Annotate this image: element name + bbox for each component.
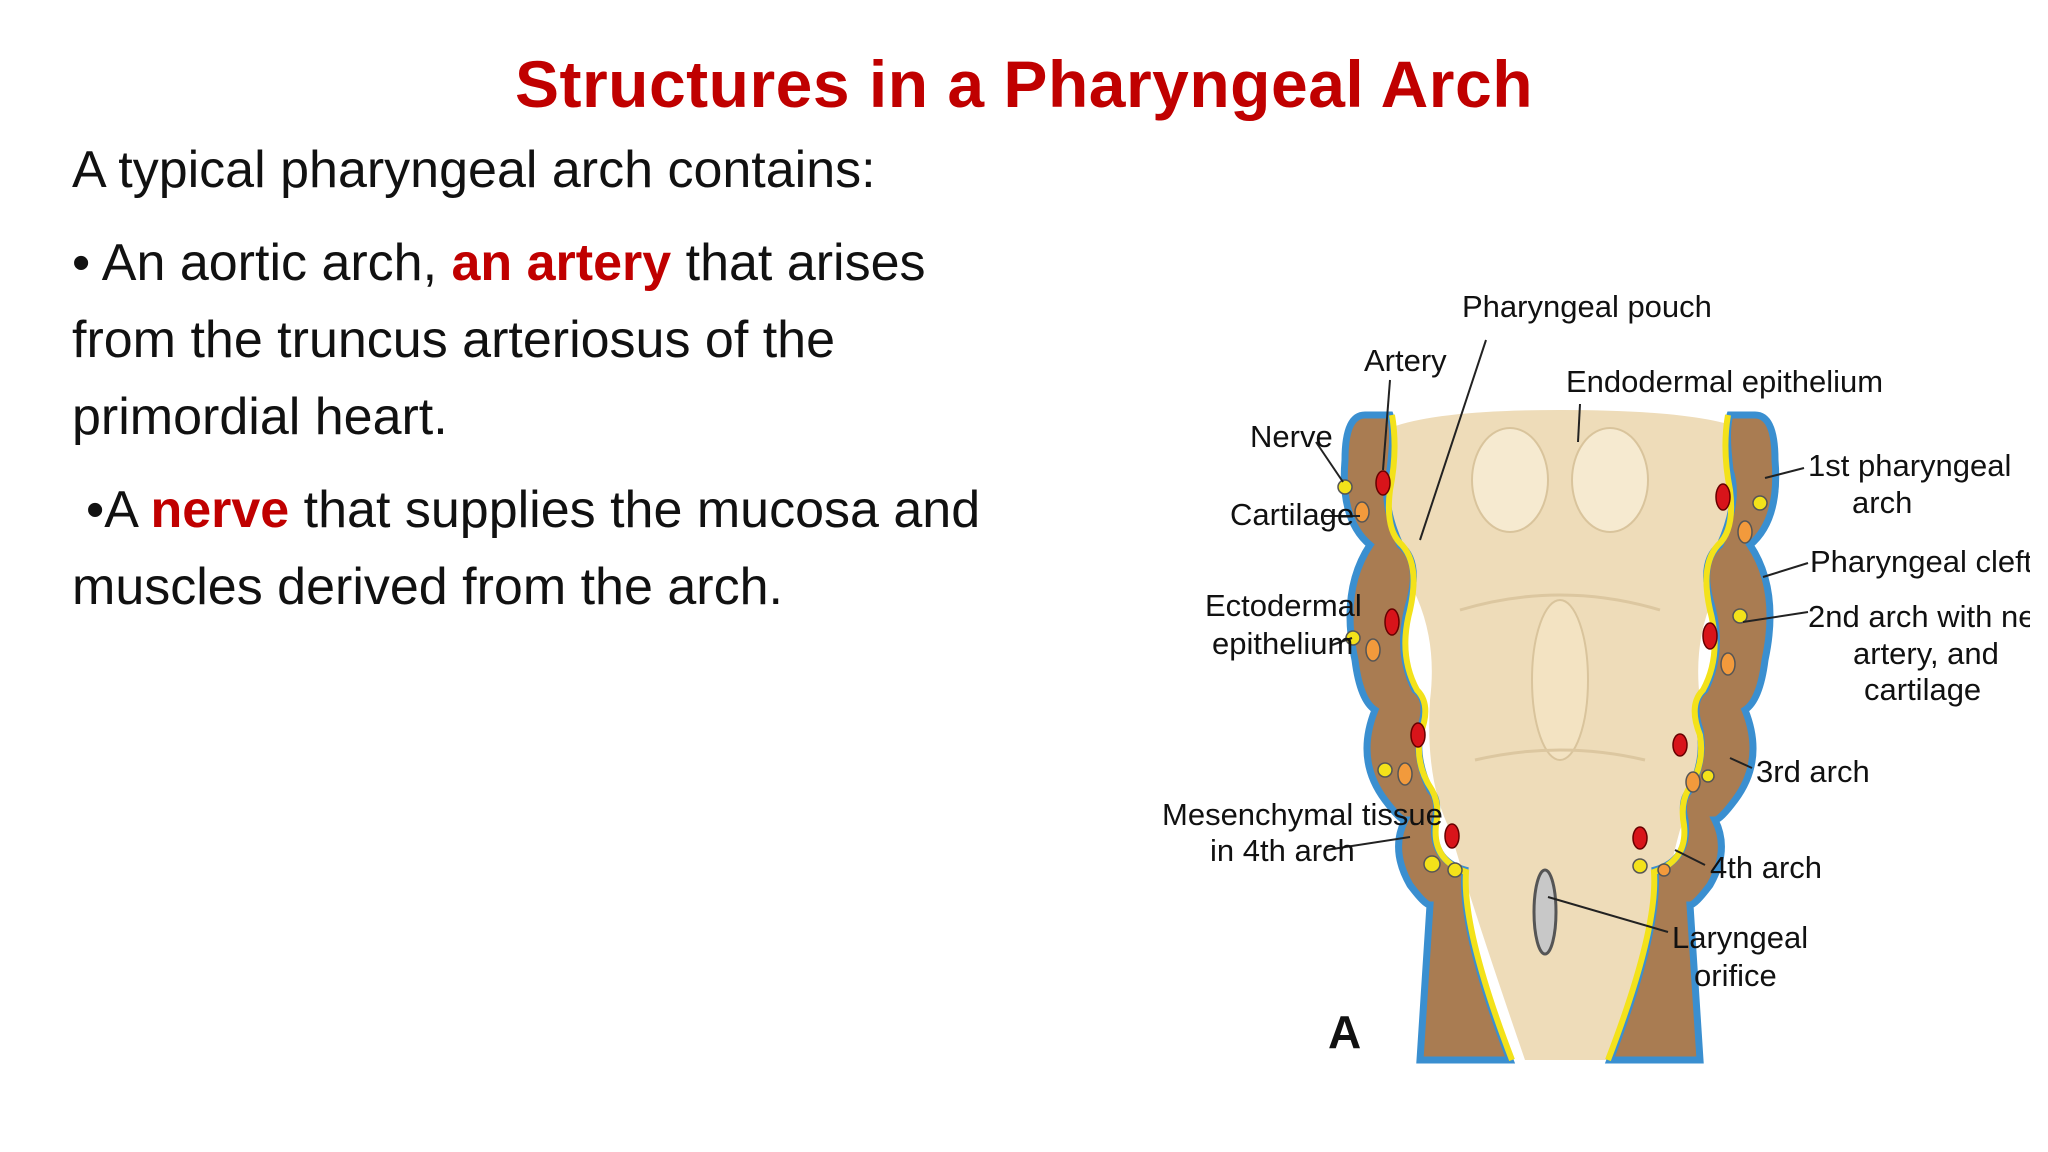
label-ectodermal-line-1: Ectodermal	[1205, 588, 1362, 623]
label-endodermal-epithelium: Endodermal epithelium	[1566, 364, 1883, 399]
label-artery: Artery	[1364, 343, 1447, 378]
label-nerve: Nerve	[1250, 419, 1333, 454]
label-pharyngeal-pouch: Pharyngeal pouch	[1462, 289, 1712, 324]
slide-title: Structures in a Pharyngeal Arch	[514, 47, 1534, 121]
pharynx-median-ridge	[1531, 599, 1589, 761]
label-laryngeal-line-1: Laryngeal	[1672, 920, 1808, 955]
label-cartilage: Cartilage	[1230, 497, 1354, 532]
bullet-1-suffix: that arises	[671, 234, 926, 292]
label-second-arch-line-3: cartilage	[1864, 672, 1981, 707]
leader-lines	[1315, 339, 1809, 933]
nerve-highlight: nerve	[150, 481, 290, 539]
label-first-arch-line-1: 1st pharyngeal	[1808, 448, 2011, 483]
label-ectodermal-line-2: epithelium	[1212, 626, 1353, 661]
pharynx-fold-2	[1474, 748, 1646, 762]
pharyngeal-arch-diagram: Pharyngeal pouch Artery Endodermal epith…	[1162, 289, 2030, 1064]
label-laryngeal-line-2: orifice	[1694, 958, 1777, 993]
bullet-2-suffix: that supplies the mucosa and	[289, 481, 981, 539]
bullet-1-line-1: • An aortic arch, an artery that arises	[72, 233, 926, 293]
laryngeal-orifice	[1532, 868, 1558, 956]
label-mesenchymal-line-2: in 4th arch	[1210, 833, 1355, 868]
bullet-1-prefix: • An aortic arch,	[72, 234, 452, 292]
bullet-1-line-2: from the truncus arteriosus of the	[72, 311, 836, 369]
pharynx-bulge-right	[1571, 427, 1649, 533]
bullet-2-prefix: •A	[86, 481, 151, 539]
pharynx-fold-1	[1459, 593, 1661, 612]
label-fourth-arch: 4th arch	[1710, 850, 1822, 885]
label-pharyngeal-cleft: Pharyngeal cleft	[1810, 544, 2030, 579]
bullet-2-line-2: muscles derived from the arch.	[72, 558, 783, 616]
artery-highlight: an artery	[451, 234, 672, 292]
label-mesenchymal-line-1: Mesenchymal tissue	[1162, 797, 1443, 832]
right-endoderm	[1605, 414, 1735, 1062]
pharynx-bulge-left	[1471, 427, 1549, 533]
label-first-arch-line-2: arch	[1852, 485, 1912, 520]
right-arch-contents	[1632, 483, 1768, 877]
bullet-1-line-3: primordial heart.	[72, 388, 448, 446]
label-second-arch-line-1: 2nd arch with nerve,	[1808, 599, 2030, 634]
left-arch-contents	[1337, 470, 1463, 878]
panel-letter: A	[1328, 1006, 1361, 1058]
bullet-2-line-1: •A nerve that supplies the mucosa and	[86, 480, 980, 540]
label-second-arch-line-2: artery, and	[1853, 636, 1999, 671]
label-third-arch: 3rd arch	[1756, 754, 1870, 789]
intro-text: A typical pharyngeal arch contains:	[72, 141, 876, 199]
left-endoderm	[1385, 414, 1515, 1062]
